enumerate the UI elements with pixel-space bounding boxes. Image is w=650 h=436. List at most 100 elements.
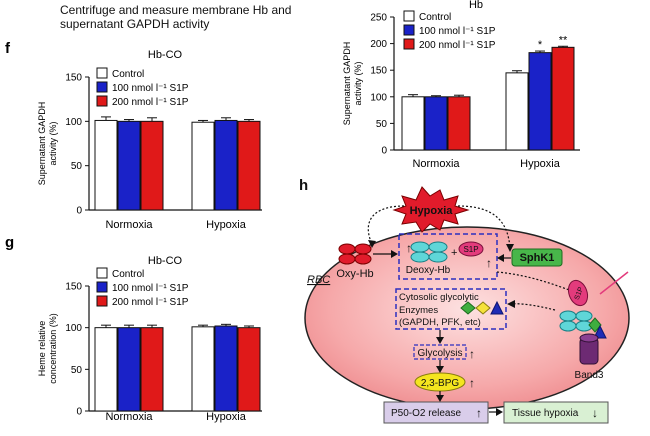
y-axis-label: Heme relative xyxy=(37,321,47,377)
legend-swatch xyxy=(403,10,415,22)
bar xyxy=(424,96,448,151)
y-axis-label: activity (%) xyxy=(48,121,58,165)
legend-label: 100 nmol l⁻¹ S1P xyxy=(112,83,189,94)
enzyme-triangle-icon xyxy=(490,300,504,315)
category-label: Hypoxia xyxy=(206,219,247,231)
bar xyxy=(237,120,261,211)
legend-label: Control xyxy=(112,69,144,80)
legend-label: 200 nmol l⁻¹ S1P xyxy=(112,97,189,108)
bar xyxy=(528,52,552,151)
s1p-up-arrow: ↑ xyxy=(486,256,492,270)
y-tick-label: 0 xyxy=(76,407,82,418)
legend-swatch xyxy=(96,81,108,93)
arrowhead-icon xyxy=(497,254,504,262)
category-label: Hypoxia xyxy=(206,411,247,423)
y-axis-label: Supernatant GAPDH xyxy=(37,102,47,186)
y-tick-label: 100 xyxy=(65,117,82,128)
hypoxia-burst-icon xyxy=(392,186,470,233)
y-tick-label: 0 xyxy=(381,146,387,157)
bar xyxy=(214,325,238,412)
y-tick-label: 150 xyxy=(65,282,82,293)
legend-swatch xyxy=(403,38,415,50)
deoxy-hb-icon xyxy=(410,241,448,263)
bar xyxy=(191,121,215,211)
band3-top-icon xyxy=(579,333,599,343)
band3-to-enzymes-line xyxy=(509,303,556,311)
legend-label: 200 nmol l⁻¹ S1P xyxy=(419,40,496,51)
y-axis-label: activity (%) xyxy=(353,61,363,105)
legend-label: 100 nmol l⁻¹ S1P xyxy=(112,283,189,294)
legend-label: 100 nmol l⁻¹ S1P xyxy=(419,26,496,37)
enzymes-line-3: (GAPDH, PFK, etc) xyxy=(399,317,481,328)
y-tick-label: 0 xyxy=(76,206,82,217)
panel-label-h: h xyxy=(299,177,308,194)
y-tick-label: 250 xyxy=(370,13,387,24)
oxy-hb-icon xyxy=(338,243,372,265)
hypoxia-label: Hypoxia xyxy=(410,205,454,217)
header-line-2: supernatant GAPDH activity xyxy=(60,17,209,31)
enzymes-line-2: Enzymes xyxy=(399,305,438,316)
arrowhead-icon xyxy=(506,244,514,252)
band3-deoxy-hb-icon xyxy=(559,310,593,332)
bar xyxy=(191,326,215,412)
bar xyxy=(401,96,425,151)
y-axis-label: concentration (%) xyxy=(48,313,58,384)
y-tick-label: 50 xyxy=(71,365,83,376)
bar xyxy=(447,96,471,151)
rbc-label: RBC xyxy=(307,274,330,286)
legend-label: 200 nmol l⁻¹ S1P xyxy=(112,297,189,308)
significance-marker: * xyxy=(538,39,543,51)
s1p-bound-icon xyxy=(567,279,589,307)
p50-label: P50-O2 release xyxy=(391,408,461,419)
band3-triangle-icon xyxy=(593,324,607,339)
enzymes-line-1: Cytosolic glycolytic xyxy=(399,292,479,303)
hypoxia-arrow-left xyxy=(367,205,405,245)
diagram-h: h RBC Hypoxia Oxy-Hb xyxy=(299,177,630,424)
bar xyxy=(140,120,164,211)
chart-title: Hb xyxy=(469,0,483,11)
bar xyxy=(140,327,164,412)
arrowhead-icon xyxy=(436,337,444,344)
bar xyxy=(117,120,141,211)
y-axis-label: Supernatant GAPDH xyxy=(342,42,352,126)
legend-label: Control xyxy=(112,269,144,280)
enzyme-diamond-icon xyxy=(475,301,491,315)
legend-swatch xyxy=(96,267,108,279)
legend-swatch xyxy=(96,67,108,79)
panel-label-g: g xyxy=(5,234,14,251)
arrowhead-icon xyxy=(436,366,444,373)
category-label: Normoxia xyxy=(105,411,153,423)
oxy-hb-label: Oxy-Hb xyxy=(336,268,373,280)
legend-swatch xyxy=(403,24,415,36)
glycolysis-up-arrow: ↑ xyxy=(469,347,475,361)
s1p-icon xyxy=(458,241,484,257)
bar xyxy=(117,327,141,412)
band3-diamond-icon xyxy=(588,317,602,333)
header-line-1: Centrifuge and measure membrane Hb and xyxy=(60,3,291,17)
p50-up-arrow: ↑ xyxy=(476,406,482,420)
y-tick-label: 150 xyxy=(370,66,387,77)
arrowhead-icon xyxy=(368,240,376,248)
significance-marker: ** xyxy=(559,34,568,46)
arrowhead-icon xyxy=(507,300,515,308)
arrowhead-icon xyxy=(391,250,398,258)
bar xyxy=(505,72,529,151)
chart-title: Hb-CO xyxy=(148,49,183,61)
legend-swatch xyxy=(96,95,108,107)
band3-label: Band3 xyxy=(575,370,604,381)
legend-label: Control xyxy=(419,12,451,23)
sphk1-label: SphK1 xyxy=(520,252,555,264)
bar xyxy=(214,119,238,211)
bar xyxy=(551,46,575,151)
category-label: Normoxia xyxy=(412,158,460,170)
hypoxia-arrow-right xyxy=(457,205,511,249)
glycolysis-box xyxy=(413,344,467,360)
y-tick-label: 150 xyxy=(65,73,82,84)
enzymes-box xyxy=(395,288,507,330)
tissue-box xyxy=(503,401,609,424)
tissue-label: Tissue hypoxia xyxy=(512,408,579,419)
